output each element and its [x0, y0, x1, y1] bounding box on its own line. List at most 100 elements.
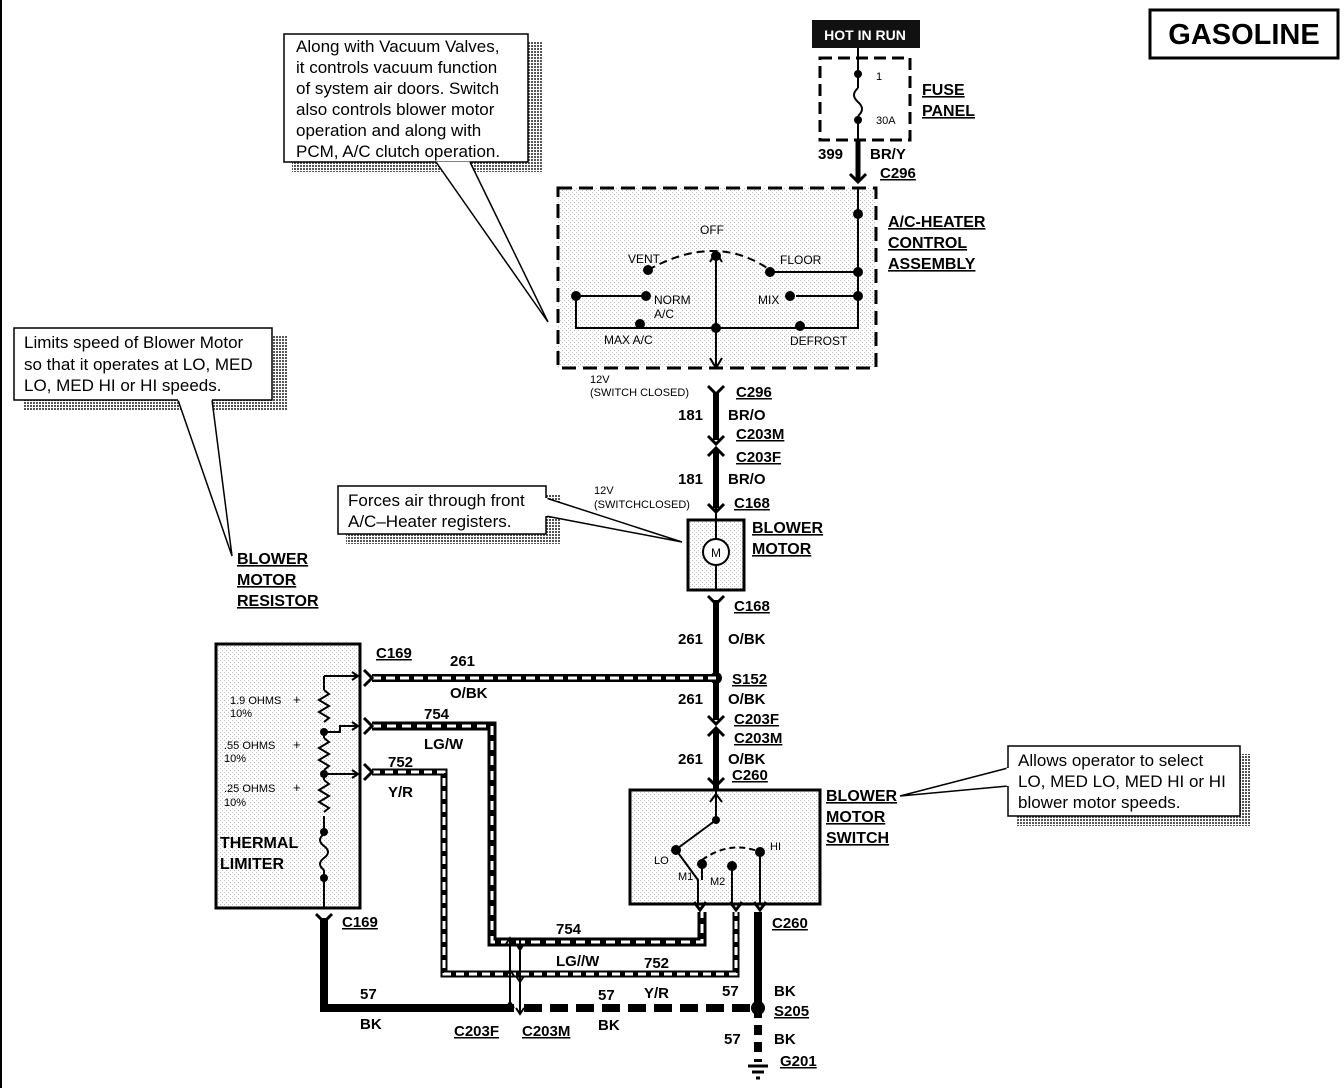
- wire-57-number-3: 57: [722, 983, 739, 1000]
- connector-c203m-2: C203M: [734, 730, 782, 747]
- wire-754: 754 LG/W 754 LG//W: [372, 706, 707, 970]
- switch-pos-floor: FLOOR: [780, 253, 822, 267]
- note-switch-line-2: LO, MED LO, MED HI or HI: [1018, 772, 1226, 791]
- voltage-1-note: (SWITCH CLOSED): [590, 387, 689, 399]
- resistor-2-pm: +: [293, 737, 301, 752]
- connector-c168-1: C168: [734, 495, 770, 512]
- resistor-1-pm: +: [293, 692, 301, 707]
- wire-57-number-1: 57: [360, 986, 377, 1003]
- resistor-label-2: MOTOR: [237, 572, 297, 589]
- note-switch: Allows operator to select LO, MED LO, ME…: [899, 745, 1250, 826]
- ac-control-label-1: A/C-HEATER: [888, 214, 986, 231]
- wire-752-number-b: 752: [644, 955, 669, 972]
- resistor-2-value: .55 OHMS: [224, 740, 275, 752]
- wire-752-color: Y/R: [388, 784, 413, 801]
- note-ac-line-1: Along with Vacuum Valves,: [296, 37, 499, 56]
- wire-261-number-1: 261: [678, 631, 703, 648]
- wire-181-color-2: BR/O: [728, 471, 766, 488]
- switch-label-1: BLOWER: [826, 788, 898, 805]
- thermal-limiter-label-1: THERMAL: [220, 835, 298, 852]
- wire-57-color-3: BK: [774, 983, 796, 1000]
- fuse-panel-label-1: FUSE: [922, 82, 965, 99]
- switch-pos-norm: NORM: [654, 293, 691, 307]
- connector-c169-bottom: C169: [342, 914, 378, 931]
- wire-261-number-2: 261: [678, 691, 703, 708]
- wire-399-number: 399: [818, 146, 843, 163]
- note-switch-line-1: Allows operator to select: [1018, 751, 1203, 770]
- fuse-rating: 30A: [876, 115, 896, 127]
- wire-181-number-2: 181: [678, 471, 703, 488]
- wire-261-color-1: O/BK: [728, 631, 766, 648]
- wire-181-color-1: BR/O: [728, 407, 766, 424]
- blower-motor-switch: LO M1 M2 HI BLOWER MOTOR SWITCH C260: [628, 788, 898, 932]
- connector-c296: C296: [736, 384, 772, 401]
- note-resistor-line-3: LO, MED HI or HI speeds.: [24, 376, 221, 395]
- wire-261: C168 261 O/BK S152 261 O/BK C203F C203M …: [372, 594, 782, 790]
- fuse-icon: [853, 87, 863, 117]
- resistor-1-tol: 10%: [230, 708, 252, 720]
- note-resistor: Limits speed of Blower Motor so that it …: [13, 327, 288, 557]
- connector-c168-2: C168: [734, 598, 770, 615]
- switch-hi: HI: [770, 841, 781, 853]
- motor-symbol: M: [711, 546, 721, 560]
- wire-752: 752 Y/R 752 Y/R: [372, 754, 740, 1002]
- fuse-panel-label-2: PANEL: [922, 103, 975, 120]
- switch-lo: LO: [654, 855, 669, 867]
- blower-motor: M BLOWER MOTOR: [686, 508, 824, 592]
- motor-icon: [702, 538, 730, 566]
- thermal-limiter-label-2: LIMITER: [220, 856, 284, 873]
- wire-754-number-b: 754: [556, 921, 582, 938]
- switch-label-3: SWITCH: [826, 830, 889, 847]
- switch-pos-off: OFF: [700, 223, 724, 237]
- wire-752-color-b: Y/R: [644, 985, 669, 1002]
- switch-pos-mix: MIX: [758, 293, 779, 307]
- wire-57-color-1: BK: [360, 1016, 382, 1033]
- voltage-2-value: 12V: [594, 485, 614, 497]
- wire-57-number-2: 57: [598, 987, 615, 1004]
- note-resistor-line-1: Limits speed of Blower Motor: [24, 333, 244, 352]
- switch-label-2: MOTOR: [826, 809, 886, 826]
- gasoline-tag: GASOLINE: [1148, 8, 1340, 60]
- wire-261-color-h: O/BK: [450, 685, 488, 702]
- connector-c203f-3: C203F: [454, 1023, 499, 1040]
- ac-heater-control: OFF VENT FLOOR NORM A/C MIX MAX A/C DEFR…: [556, 186, 986, 370]
- resistor-3-pm: +: [293, 780, 301, 795]
- note-motor-line-2: A/C–Heater registers.: [348, 512, 511, 531]
- wire-754-number: 754: [424, 706, 450, 723]
- connector-c203m-1: C203M: [736, 426, 784, 443]
- ground-g201: G201: [780, 1053, 817, 1070]
- switch-m2: M2: [710, 876, 725, 888]
- note-ac-line-4: also controls blower motor: [296, 100, 495, 119]
- note-ac-line-2: it controls vacuum function: [296, 58, 497, 77]
- gasoline-label: GASOLINE: [1168, 19, 1319, 51]
- wire-181: 12V (SWITCH CLOSED) C296 181 BR/O C203M …: [590, 374, 784, 515]
- note-resistor-line-2: so that it operates at LO, MED: [24, 355, 253, 374]
- connector-c296-top: C296: [880, 165, 916, 182]
- wire-57-number-4: 57: [724, 1031, 741, 1048]
- note-motor: Forces air through front A/C–Heater regi…: [337, 485, 683, 544]
- wire-754-color-b: LG//W: [556, 953, 600, 970]
- resistor-1-value: 1.9 OHMS: [230, 695, 281, 707]
- voltage-2-note: (SWITCHCLOSED): [594, 499, 690, 511]
- switch-m1: M1: [678, 871, 693, 883]
- fuse-number: 1: [876, 71, 882, 83]
- blower-motor-label-1: BLOWER: [752, 520, 824, 537]
- wire-181-number-1: 181: [678, 407, 703, 424]
- wire-57-color-4: BK: [774, 1031, 796, 1048]
- voltage-1-value: 12V: [590, 374, 610, 386]
- connector-c260-bottom: C260: [772, 915, 808, 932]
- wire-261-number-h: 261: [450, 653, 475, 670]
- wire-57-color-2: BK: [598, 1017, 620, 1034]
- note-ac-line-5: operation and along with: [296, 121, 481, 140]
- ac-control-label-3: ASSEMBLY: [888, 256, 976, 273]
- resistor-3-value: .25 OHMS: [224, 783, 275, 795]
- wire-754-color: LG/W: [424, 736, 464, 753]
- note-ac-control: Along with Vacuum Valves, it controls va…: [283, 33, 549, 323]
- ground-icon: [748, 1064, 768, 1080]
- wire-261-number-3: 261: [678, 751, 703, 768]
- switch-pos-norm-ac: A/C: [654, 307, 674, 321]
- blower-motor-label-2: MOTOR: [752, 541, 812, 558]
- switch-pos-max-ac: MAX A/C: [604, 333, 653, 347]
- connector-c169-top: C169: [376, 645, 412, 662]
